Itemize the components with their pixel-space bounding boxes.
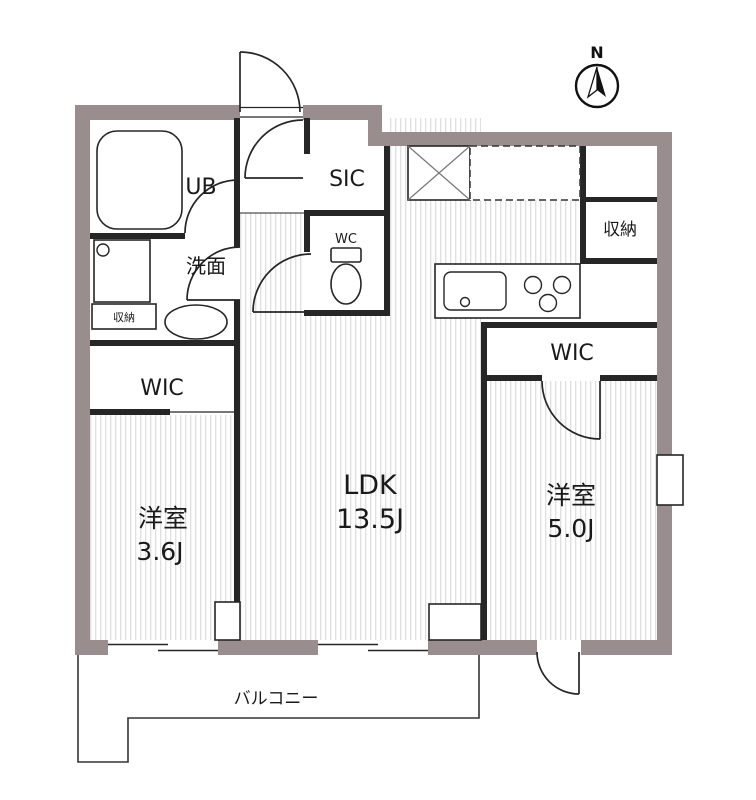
compass-needle-dark [597, 67, 606, 97]
wall-ldk-room2 [481, 322, 487, 640]
fixtures [91, 130, 684, 641]
balcony-label: バルコニー [234, 689, 319, 709]
wall-top-right [368, 132, 672, 146]
toilet-tank [330, 247, 362, 263]
wc-door-arc [252, 253, 312, 313]
entrance-door-arc [239, 51, 301, 113]
wall-sic-right [384, 146, 390, 210]
genkan-floor [240, 118, 304, 213]
wall-wash-wic-room1-right [234, 300, 240, 602]
north-label: N [590, 43, 603, 62]
wc-label: WC [335, 232, 357, 247]
ldk-name: LDK [343, 470, 398, 501]
washer-faucet-icon [96, 243, 110, 257]
wall-wic-right-top [481, 322, 657, 328]
storage-left-label: 収納 [113, 311, 135, 324]
wall-corridor-right-b [304, 212, 310, 252]
wall-kitchen-storage [580, 146, 586, 264]
wall-left [75, 105, 90, 655]
wall-wc-bottom [304, 310, 390, 316]
wall-wash-bottom [90, 340, 240, 346]
room1-floor [90, 415, 234, 640]
wall-top-mid [303, 105, 368, 120]
room2-size: 5.0J [547, 514, 594, 543]
stove-burner-3 [538, 293, 558, 313]
wall-wic-right-bottom-a [487, 375, 542, 381]
room1-size: 3.6J [136, 537, 183, 566]
wall-wc-right [384, 216, 390, 316]
balcony: バルコニー [77, 655, 480, 763]
wall-sic-bottom [304, 210, 390, 216]
wall-right [657, 132, 672, 655]
doors [170, 51, 601, 695]
room2-door-arc [541, 380, 601, 440]
wall-top-left [75, 105, 240, 120]
ldk-size: 13.5J [336, 504, 404, 535]
toilet-bowl [330, 263, 362, 305]
washroom-door-arc [186, 246, 241, 301]
wall-wash-right-a [234, 239, 240, 247]
room1-window-gap [108, 640, 218, 655]
room2-balcony-door-arc [536, 651, 580, 695]
wic-right-label: WIC [550, 341, 594, 366]
compass-needle-light [586, 66, 598, 99]
washing-machine-pan [93, 239, 151, 303]
wall-corridor-right-a [304, 118, 310, 154]
room2-floor [487, 381, 657, 640]
genkan-inner-door-arc [244, 119, 304, 179]
sink-faucet-icon [459, 296, 471, 308]
openings [108, 105, 581, 655]
wall-storage-shelf [586, 197, 657, 202]
stove-burner-1 [523, 275, 543, 295]
exterior-walls [75, 105, 672, 655]
wall-bath-right [234, 118, 240, 239]
entrance-opening [240, 105, 303, 120]
room2-name: 洋室 [546, 481, 596, 510]
refrigerator-cross-2 [407, 145, 471, 201]
room2-door-gap [537, 640, 581, 655]
sic-label: SIC [329, 167, 365, 192]
vanity-basin [164, 304, 228, 340]
bathtub [96, 130, 183, 230]
pipe-space [656, 454, 684, 506]
bath-door-arc [184, 179, 239, 234]
wall-bath-bottom [90, 233, 185, 239]
wall-wic-left-bottom [90, 409, 170, 415]
wall-wic-right-bottom-b [600, 375, 657, 381]
wic-left-label: WIC [140, 376, 184, 401]
kitchen-sink [443, 271, 507, 311]
compass: N [574, 43, 620, 109]
ub-label: UB [185, 175, 216, 200]
cupboard-space-dashed [469, 145, 581, 201]
column-room1 [214, 601, 241, 641]
washroom-label: 洗面 [186, 254, 226, 278]
plain-floors [240, 118, 390, 316]
storage-right-label: 収納 [603, 220, 637, 240]
ldk-window-gap [318, 640, 428, 655]
wall-storage-bottom [580, 258, 657, 264]
balcony-outline [77, 655, 480, 763]
interior-walls [90, 118, 657, 640]
column-ldk [428, 603, 482, 641]
storage-left-box [91, 303, 157, 330]
room1-name: 洋室 [138, 504, 188, 533]
stove-burner-2 [552, 275, 572, 295]
room-labels: UB SIC WC 洗面 収納 WIC 収納 WIC 洋室 3.6J LDK 1… [113, 167, 637, 566]
